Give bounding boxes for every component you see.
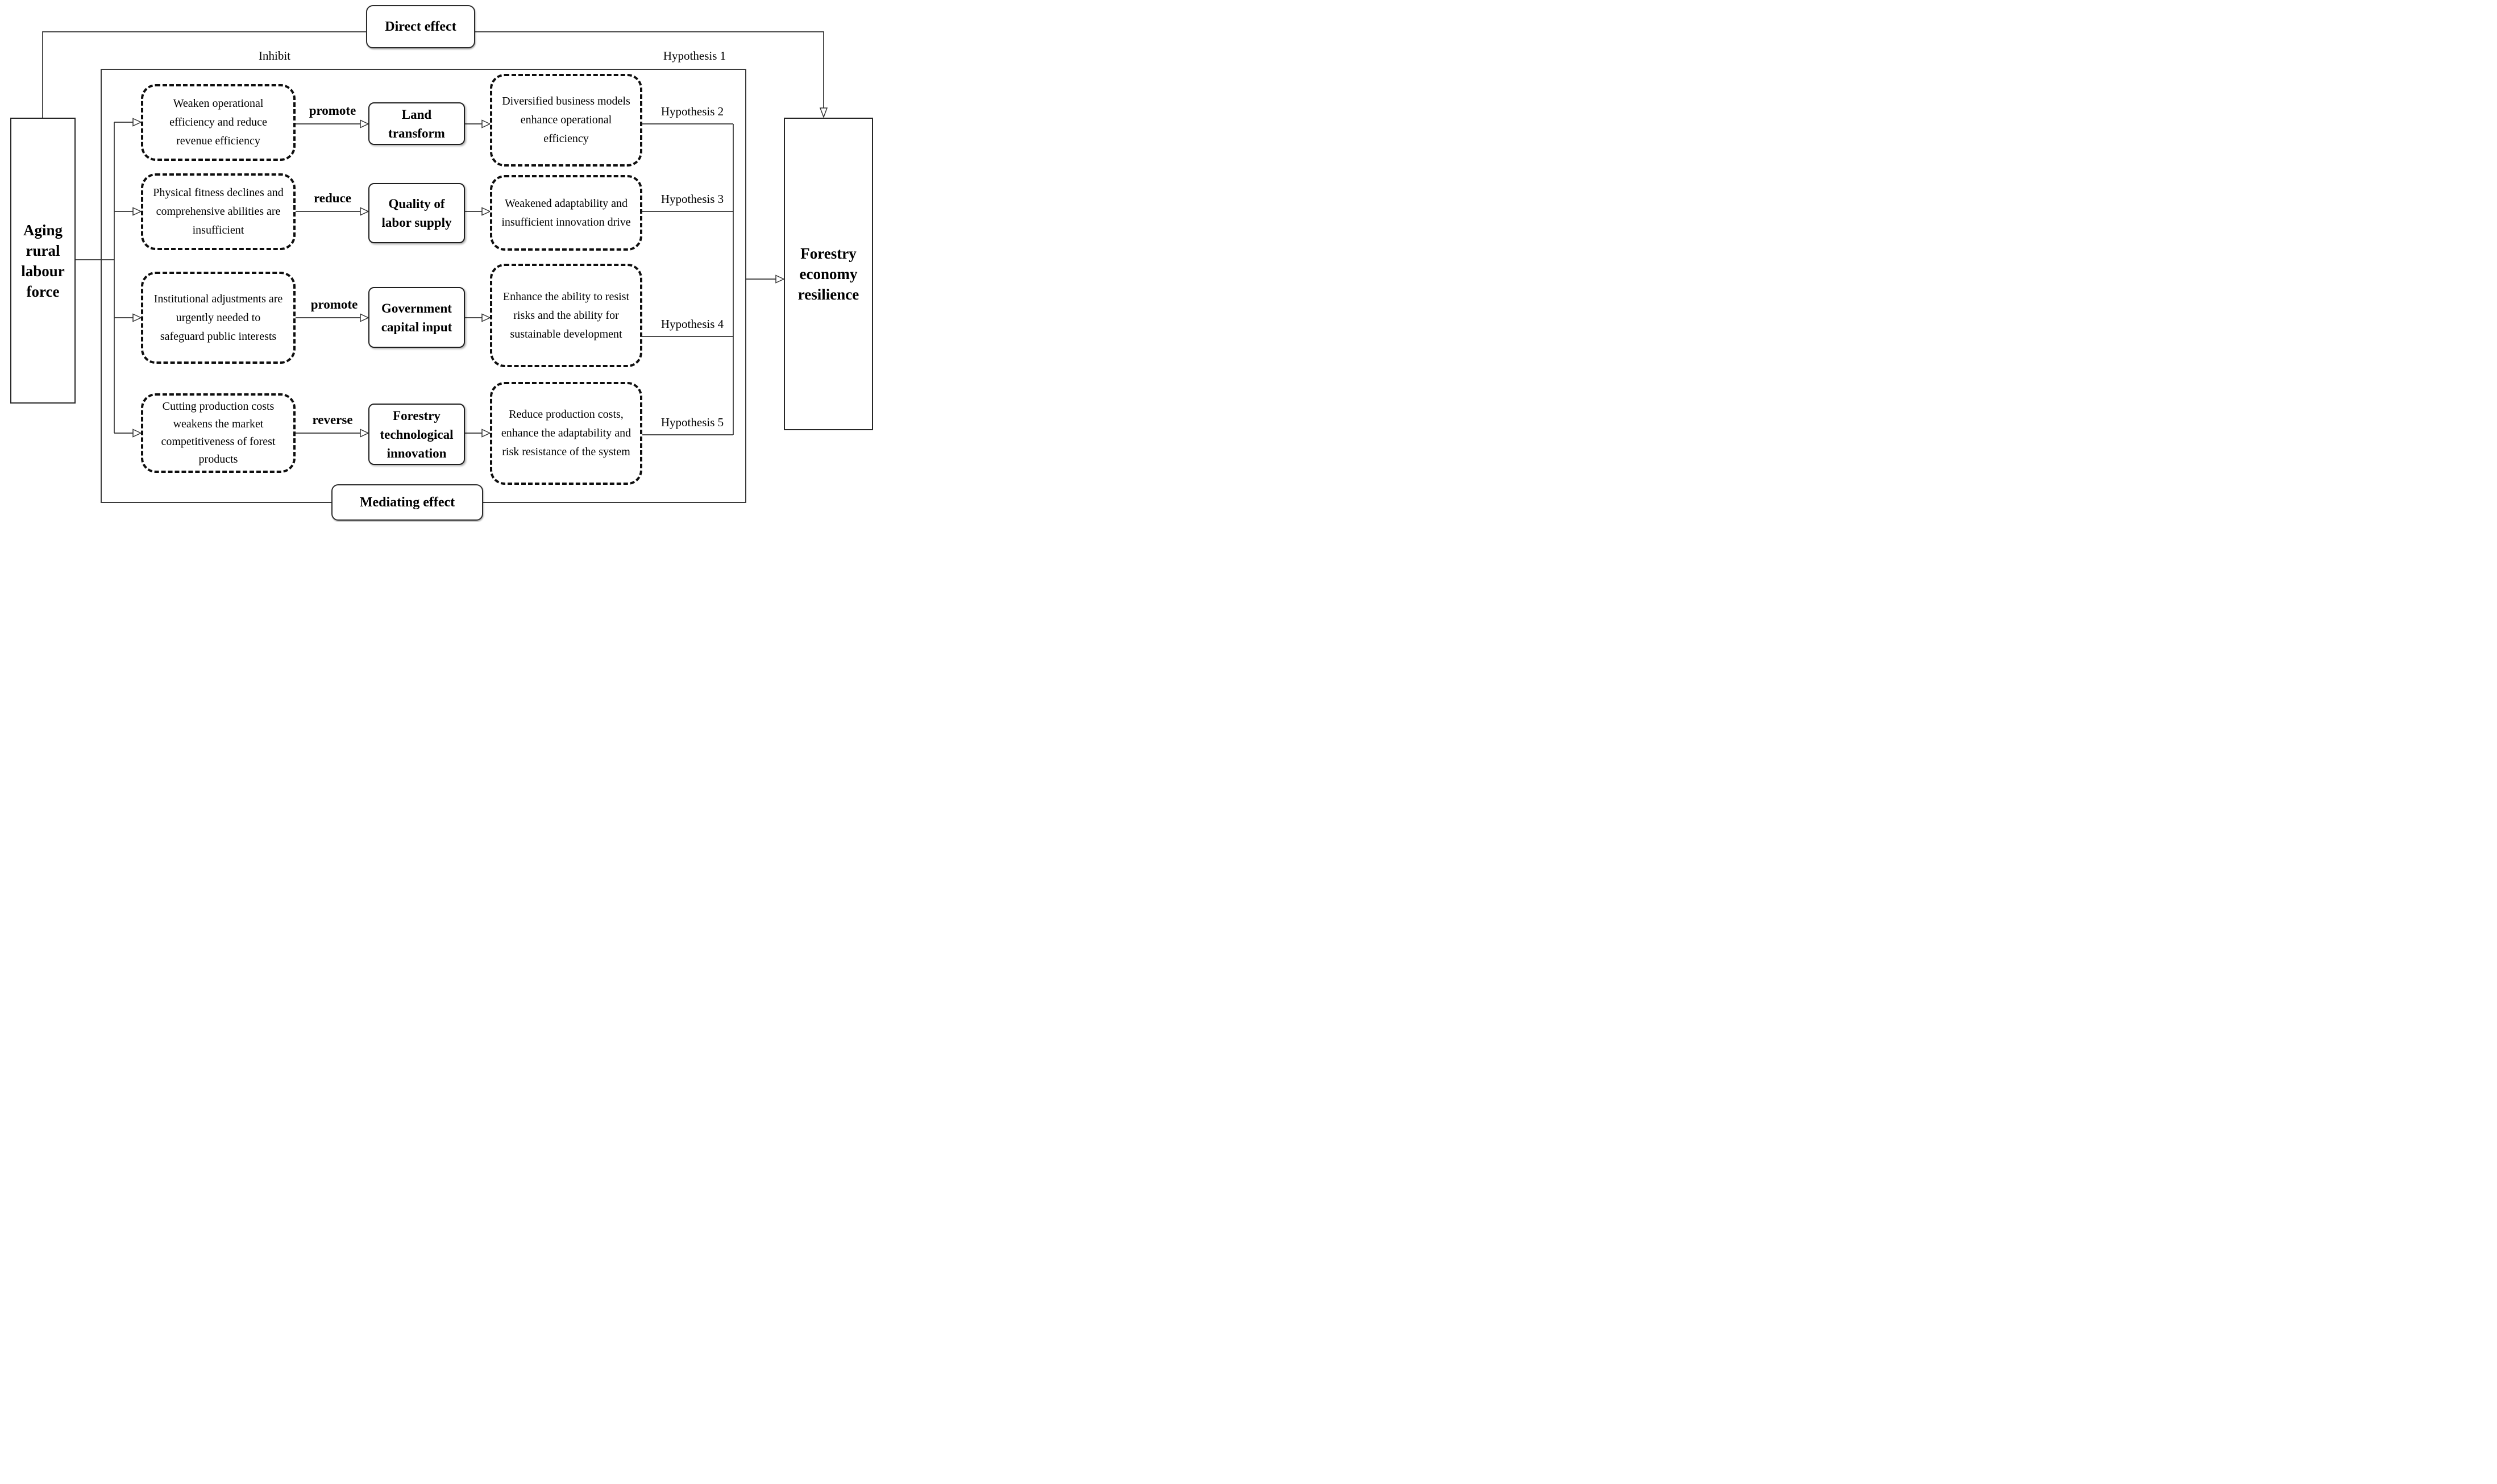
mediator-box-government-capital-input: Government capital input <box>368 287 465 348</box>
text-line: Enhance the ability to resist <box>502 290 630 303</box>
text-line: efficiency <box>543 132 589 145</box>
arrowhead-icon <box>481 119 491 128</box>
connector-lines <box>42 31 828 438</box>
direct-effect-box: Direct effect <box>366 5 475 48</box>
text-line: capital input <box>381 319 452 334</box>
text-line: labor supply <box>381 215 452 230</box>
arrowhead-icon <box>132 118 142 127</box>
text-line: insufficient <box>192 224 244 236</box>
text-line: sustainable development <box>510 327 622 340</box>
hollow-arrowheads <box>132 107 828 438</box>
hypothesis-1-label: Hypothesis 1 <box>663 49 726 63</box>
antecedent-box-4: Cutting production costs weakens the mar… <box>141 393 296 473</box>
arrow-label-reverse: reverse <box>312 413 353 427</box>
consequence-box-2: Weakened adaptability and insufficient i… <box>490 175 642 251</box>
antecedent-box-3: Institutional adjustments are urgently n… <box>141 272 296 364</box>
inhibit-label: Inhibit <box>259 49 290 63</box>
text-line: insufficient innovation drive <box>501 215 631 228</box>
text-line: Weakened adaptability and <box>504 197 628 210</box>
arrowhead-icon <box>360 313 369 322</box>
text-line: risk resistance of the system <box>502 446 630 458</box>
antecedent-box-2: Physical fitness declines and comprehens… <box>141 173 296 250</box>
consequence-box-1: Diversified business models enhance oper… <box>490 74 642 167</box>
aging-rural-labour-force-box: Aging rural labour force <box>10 118 76 404</box>
arrowhead-icon <box>775 275 785 284</box>
forestry-economy-resilience-box: Forestry economy resilience <box>784 118 873 430</box>
text-line: rural <box>26 242 60 259</box>
text-line: comprehensive abilities are <box>156 205 281 218</box>
arrowhead-icon <box>360 429 369 438</box>
text-line: Forestry <box>800 245 857 262</box>
mediator-box-quality-of-labor-supply: Quality of labor supply <box>368 183 465 243</box>
text-line: products <box>198 453 238 465</box>
hypothesis-4-label: Hypothesis 4 <box>660 317 724 331</box>
mediator-box-land-transform: Land transform <box>368 102 465 145</box>
text-line: resilience <box>797 286 859 303</box>
direct-effect-label: Direct effect <box>385 19 456 34</box>
mediator-consequence-lines <box>465 123 483 434</box>
text-line: labour <box>21 262 65 280</box>
branch-lines <box>114 122 134 434</box>
text-line: Weaken operational <box>173 97 264 110</box>
arrowhead-icon <box>481 207 491 216</box>
text-line: enhance operational <box>520 114 612 126</box>
text-line: force <box>26 282 60 300</box>
text-line: Government <box>381 301 452 315</box>
text-line: Aging <box>23 221 63 239</box>
hypothesis-lines <box>642 123 733 435</box>
text-line: Cutting production costs <box>162 400 275 413</box>
text-line: weakens the market <box>173 418 264 430</box>
arrowhead-icon <box>132 207 142 216</box>
hypothesis-3-label: Hypothesis 3 <box>660 192 724 206</box>
consequence-box-3: Enhance the ability to resist risks and … <box>490 264 642 367</box>
arrowhead-icon <box>132 429 142 438</box>
text-line: efficiency and reduce <box>169 116 267 128</box>
text-line: Forestry <box>393 408 441 423</box>
mediating-effect-box: Mediating effect <box>331 484 483 521</box>
text-line: revenue efficiency <box>176 135 260 147</box>
arrowhead-icon <box>132 313 142 322</box>
arrowhead-icon <box>481 429 491 438</box>
consequence-box-4: Reduce production costs, enhance the ada… <box>490 382 642 485</box>
text-line: Quality of <box>388 197 445 211</box>
antecedent-box-1: Weaken operational efficiency and reduce… <box>141 84 296 161</box>
text-line: technological <box>380 427 454 442</box>
text-line: safeguard public interests <box>160 330 277 343</box>
arrowhead-icon <box>481 313 491 322</box>
text-line: Reduce production costs, <box>509 408 624 421</box>
text-line: transform <box>388 126 445 140</box>
arrow-label-reduce: reduce <box>313 191 351 205</box>
arrow-label-promote-1: promote <box>309 103 356 118</box>
hypothesis-framework-diagram: Direct effect Inhibit Hypothesis 1 Aging… <box>0 0 878 522</box>
text-line: Institutional adjustments are <box>153 292 283 305</box>
text-line: Land <box>401 107 432 122</box>
hypothesis-5-label: Hypothesis 5 <box>660 415 724 429</box>
arrow-label-promote-3: promote <box>310 297 358 311</box>
arrowhead-icon <box>360 119 369 128</box>
hypothesis-2-label: Hypothesis 2 <box>660 105 724 118</box>
text-line: Diversified business models <box>502 95 630 107</box>
arrowhead-icon <box>360 207 369 216</box>
mediator-box-forestry-technological-innovation: Forestry technological innovation <box>368 404 465 465</box>
text-line: innovation <box>387 446 447 460</box>
text-line: risks and the ability for <box>513 309 619 322</box>
text-line: enhance the adaptability and <box>501 427 631 439</box>
text-line: Physical fitness declines and <box>153 186 284 199</box>
mediating-effect-label: Mediating effect <box>359 495 455 510</box>
text-line: economy <box>799 265 858 282</box>
antecedent-mediator-lines <box>296 123 361 434</box>
arrowhead-down-icon <box>819 107 828 119</box>
text-line: urgently needed to <box>176 311 261 324</box>
text-line: competitiveness of forest <box>161 435 276 448</box>
